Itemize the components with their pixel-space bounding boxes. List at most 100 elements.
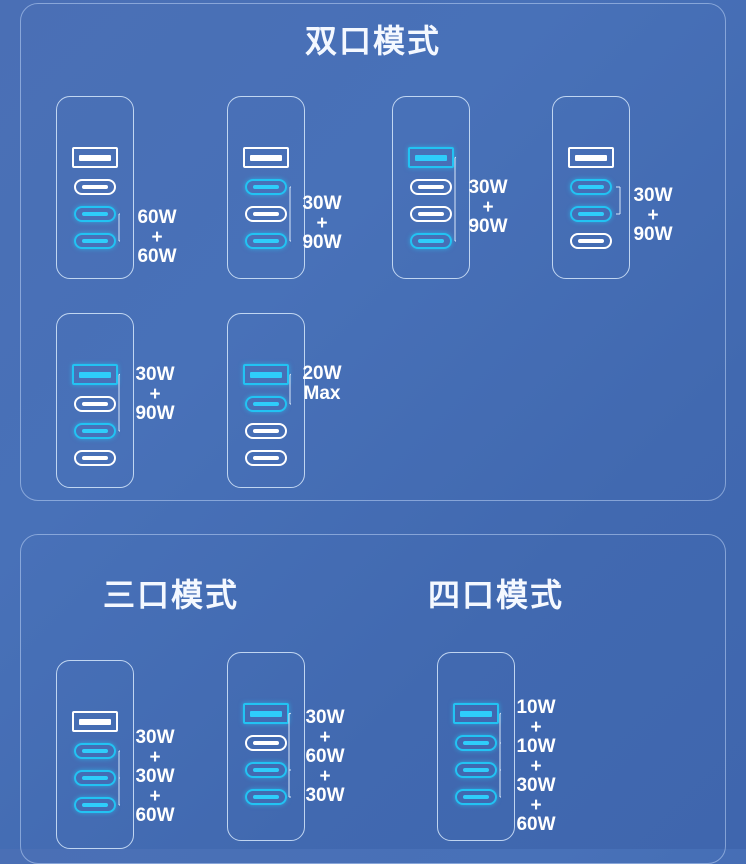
usb-c-port-inactive [74,179,116,195]
usb-c-port-active [74,743,116,759]
port-slot-icon [253,238,279,244]
device-card [56,313,134,488]
charger-body [56,660,134,849]
charger-body [56,313,134,488]
device-card [56,96,134,279]
port-slot-icon [82,748,108,754]
port-slot-icon [253,211,279,217]
port-slot-icon [253,401,279,407]
dual-mode-title: 双口模式 [304,22,441,60]
port-slot-icon [79,154,111,161]
dual-mode-panel [20,3,726,501]
port-slot-icon [82,775,108,781]
port-list [393,147,469,249]
port-list [438,703,514,805]
port-list [57,147,133,249]
usb-c-port-inactive [245,735,287,751]
port-list [228,364,304,466]
port-slot-icon [415,154,447,161]
usb-c-port-active [245,233,287,249]
power-output-label: 30W + 90W [302,193,342,254]
charger-body [552,96,630,279]
usb-a-port-active [243,703,289,724]
device-card [56,660,134,849]
port-list [228,703,304,805]
usb-c-port-inactive [410,179,452,195]
port-slot-icon [82,401,108,407]
usb-c-port-active [245,762,287,778]
port-slot-icon [463,794,489,800]
usb-c-port-active [74,770,116,786]
usb-c-port-active [570,179,612,195]
quad-mode-title: 四口模式 [428,576,565,614]
charger-body [227,96,305,279]
usb-c-port-active [245,179,287,195]
power-output-label: 10W + 10W + 30W + 60W [516,697,556,836]
port-slot-icon [253,740,279,746]
port-slot-icon [82,428,108,434]
usb-a-port-active [408,147,454,168]
port-slot-icon [250,371,282,378]
port-slot-icon [460,710,492,717]
usb-a-port-active [72,364,118,385]
port-slot-icon [82,184,108,190]
port-slot-icon [253,455,279,461]
usb-c-port-inactive [245,423,287,439]
device-card [437,652,515,841]
usb-a-port-active [243,364,289,385]
port-slot-icon [418,238,444,244]
power-output-label: 30W + 90W [468,177,508,238]
port-slot-icon [578,211,604,217]
charger-body [227,313,305,488]
device-card [552,96,630,279]
port-slot-icon [82,455,108,461]
charger-body [56,96,134,279]
port-list [57,364,133,466]
port-list [553,147,629,249]
port-slot-icon [578,238,604,244]
power-output-label: 30W + 60W + 30W [305,707,345,807]
port-slot-icon [250,710,282,717]
usb-c-port-inactive [410,206,452,222]
usb-c-port-inactive [570,233,612,249]
triple-mode-title: 三口模式 [103,576,240,614]
usb-c-port-active [245,789,287,805]
charger-body [437,652,515,841]
charger-body [227,652,305,841]
usb-c-port-active [74,206,116,222]
port-list [228,147,304,249]
port-slot-icon [253,184,279,190]
usb-c-port-active [245,396,287,412]
usb-a-port-inactive [243,147,289,168]
usb-c-port-active [74,797,116,813]
usb-a-port-inactive [72,711,118,732]
device-card [392,96,470,279]
port-list [57,711,133,813]
power-output-label: 30W + 30W + 60W [135,727,175,827]
device-card [227,96,305,279]
usb-c-port-inactive [245,206,287,222]
port-slot-icon [463,740,489,746]
charger-body [392,96,470,279]
usb-c-port-active [410,233,452,249]
usb-c-port-active [455,789,497,805]
power-output-label: 30W + 90W [135,364,175,425]
port-slot-icon [79,718,111,725]
usb-c-port-active [455,735,497,751]
usb-c-port-inactive [245,450,287,466]
usb-a-port-active [453,703,499,724]
power-output-label: 20W Max [302,363,342,404]
device-card [227,652,305,841]
power-output-label: 60W + 60W [137,207,177,268]
usb-c-port-active [570,206,612,222]
usb-a-port-inactive [72,147,118,168]
port-slot-icon [82,238,108,244]
usb-c-port-active [74,233,116,249]
port-slot-icon [578,184,604,190]
port-slot-icon [463,767,489,773]
usb-c-port-active [455,762,497,778]
usb-c-port-inactive [74,450,116,466]
power-output-label: 30W + 90W [633,185,673,246]
usb-a-port-inactive [568,147,614,168]
port-slot-icon [82,211,108,217]
